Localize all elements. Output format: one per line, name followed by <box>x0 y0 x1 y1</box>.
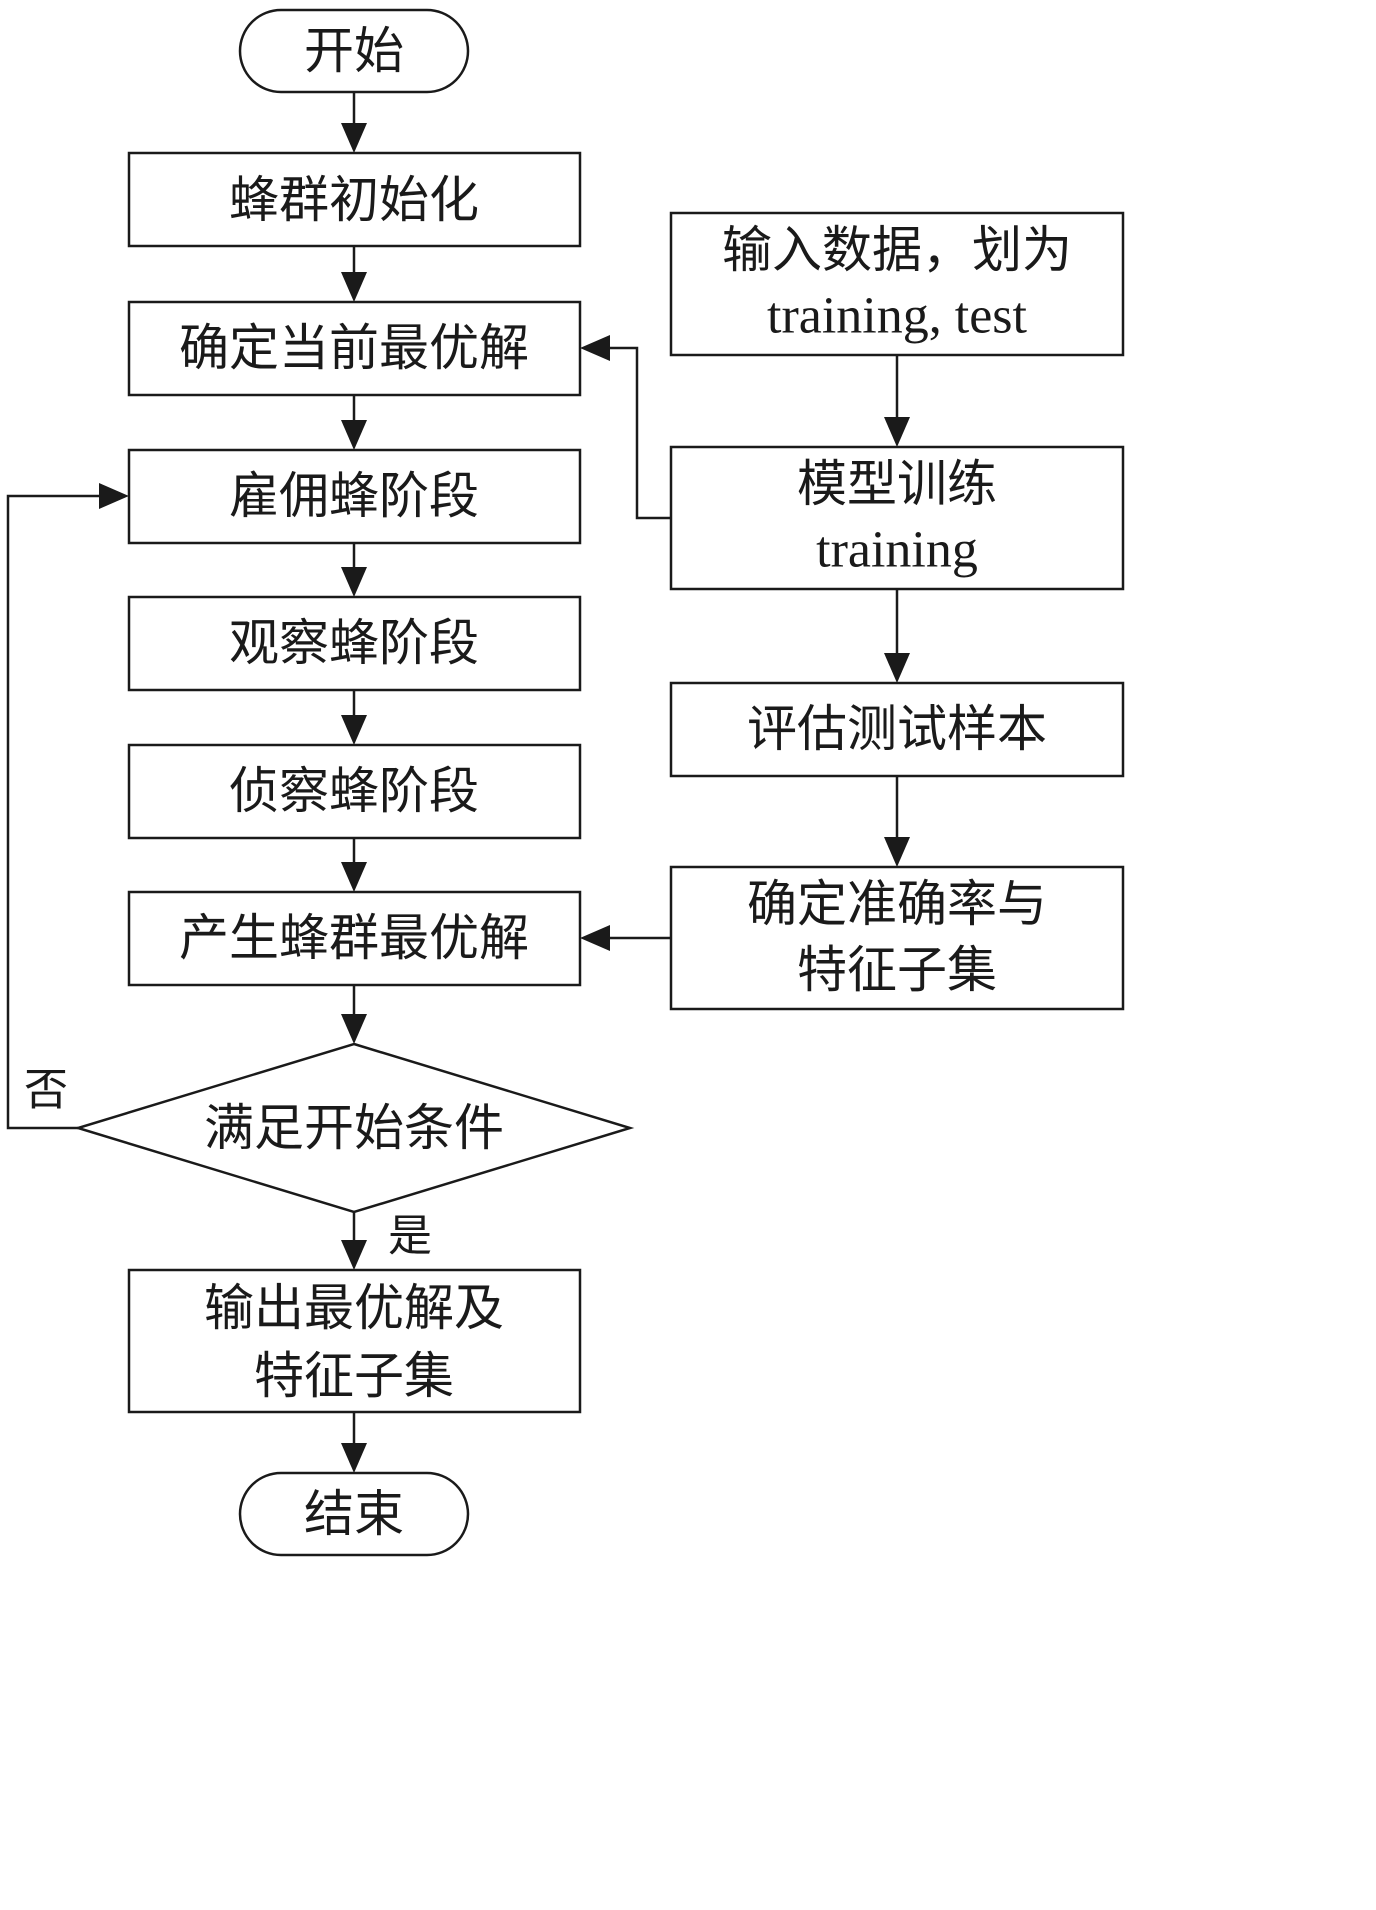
current-best-node: 确定当前最优解 <box>127 300 582 397</box>
input-data-node: 输入数据，划为 training, test <box>669 211 1125 357</box>
edge-condition-yes-to-output <box>341 1212 367 1270</box>
accuracy-node: 确定准确率与 特征子集 <box>669 865 1125 1011</box>
output-node: 输出最优解及 特征子集 <box>127 1268 582 1414</box>
edge-current-best-to-employed <box>341 395 367 450</box>
scout-bee-label: 侦察蜂阶段 <box>229 762 479 820</box>
edge-label-yes: 是 <box>388 1211 432 1262</box>
end-node: 结束 <box>238 1471 470 1557</box>
edge-onlooker-to-scout <box>341 690 367 745</box>
current-best-label: 确定当前最优解 <box>179 319 529 377</box>
onlooker-bee-label: 观察蜂阶段 <box>229 614 479 672</box>
employed-bee-node: 雇佣蜂阶段 <box>127 448 582 545</box>
swarm-best-node: 产生蜂群最优解 <box>127 890 582 987</box>
swarm-init-label: 蜂群初始化 <box>229 171 479 229</box>
edge-employed-to-onlooker <box>341 543 367 597</box>
edge-training-to-evaluate <box>884 589 910 683</box>
condition-decision: 满足开始条件 <box>73 1042 635 1214</box>
edge-condition-no-loop <box>6 483 129 1130</box>
input-data-label-line1: 输入数据，划为 <box>722 221 1072 279</box>
evaluate-test-label: 评估测试样本 <box>747 700 1047 758</box>
evaluate-test-node: 评估测试样本 <box>669 681 1125 778</box>
swarm-best-label: 产生蜂群最优解 <box>179 909 529 967</box>
edge-label-no: 否 <box>24 1065 68 1116</box>
onlooker-bee-node: 观察蜂阶段 <box>127 595 582 692</box>
accuracy-label-line2: 特征子集 <box>797 941 997 999</box>
accuracy-label-line1: 确定准确率与 <box>747 875 1047 933</box>
edge-start-to-init <box>341 92 367 153</box>
flowchart: 开始 蜂群初始化 确定当前最优解 雇佣蜂阶段 观察蜂阶段 侦察蜂阶段 产生蜂群最… <box>6 8 1125 1557</box>
edge-input-to-training <box>884 355 910 447</box>
edge-training-to-current-best <box>580 335 671 520</box>
end-node-label: 结束 <box>304 1485 404 1543</box>
edge-scout-to-swarm-best <box>341 838 367 892</box>
condition-label: 满足开始条件 <box>204 1099 504 1157</box>
swarm-init-node: 蜂群初始化 <box>127 151 582 248</box>
edge-init-to-current-best <box>341 246 367 302</box>
model-training-label-line1: 模型训练 <box>797 455 997 513</box>
start-node-label: 开始 <box>304 22 404 80</box>
model-training-node: 模型训练 training <box>669 445 1125 591</box>
output-label-line2: 特征子集 <box>254 1347 454 1405</box>
flowchart-canvas: 开始 蜂群初始化 确定当前最优解 雇佣蜂阶段 观察蜂阶段 侦察蜂阶段 产生蜂群最… <box>6 8 1125 1557</box>
edge-evaluate-to-accuracy <box>884 776 910 867</box>
input-data-label-line2: training, test <box>767 288 1028 345</box>
employed-bee-label: 雇佣蜂阶段 <box>229 467 479 525</box>
output-label-line1: 输出最优解及 <box>204 1279 504 1337</box>
model-training-label-line2: training <box>816 522 978 579</box>
edge-accuracy-to-swarm-best <box>580 925 671 951</box>
scout-bee-node: 侦察蜂阶段 <box>127 743 582 840</box>
start-node: 开始 <box>238 8 470 94</box>
edge-output-to-end <box>341 1412 367 1473</box>
edge-swarm-best-to-condition <box>341 985 367 1044</box>
